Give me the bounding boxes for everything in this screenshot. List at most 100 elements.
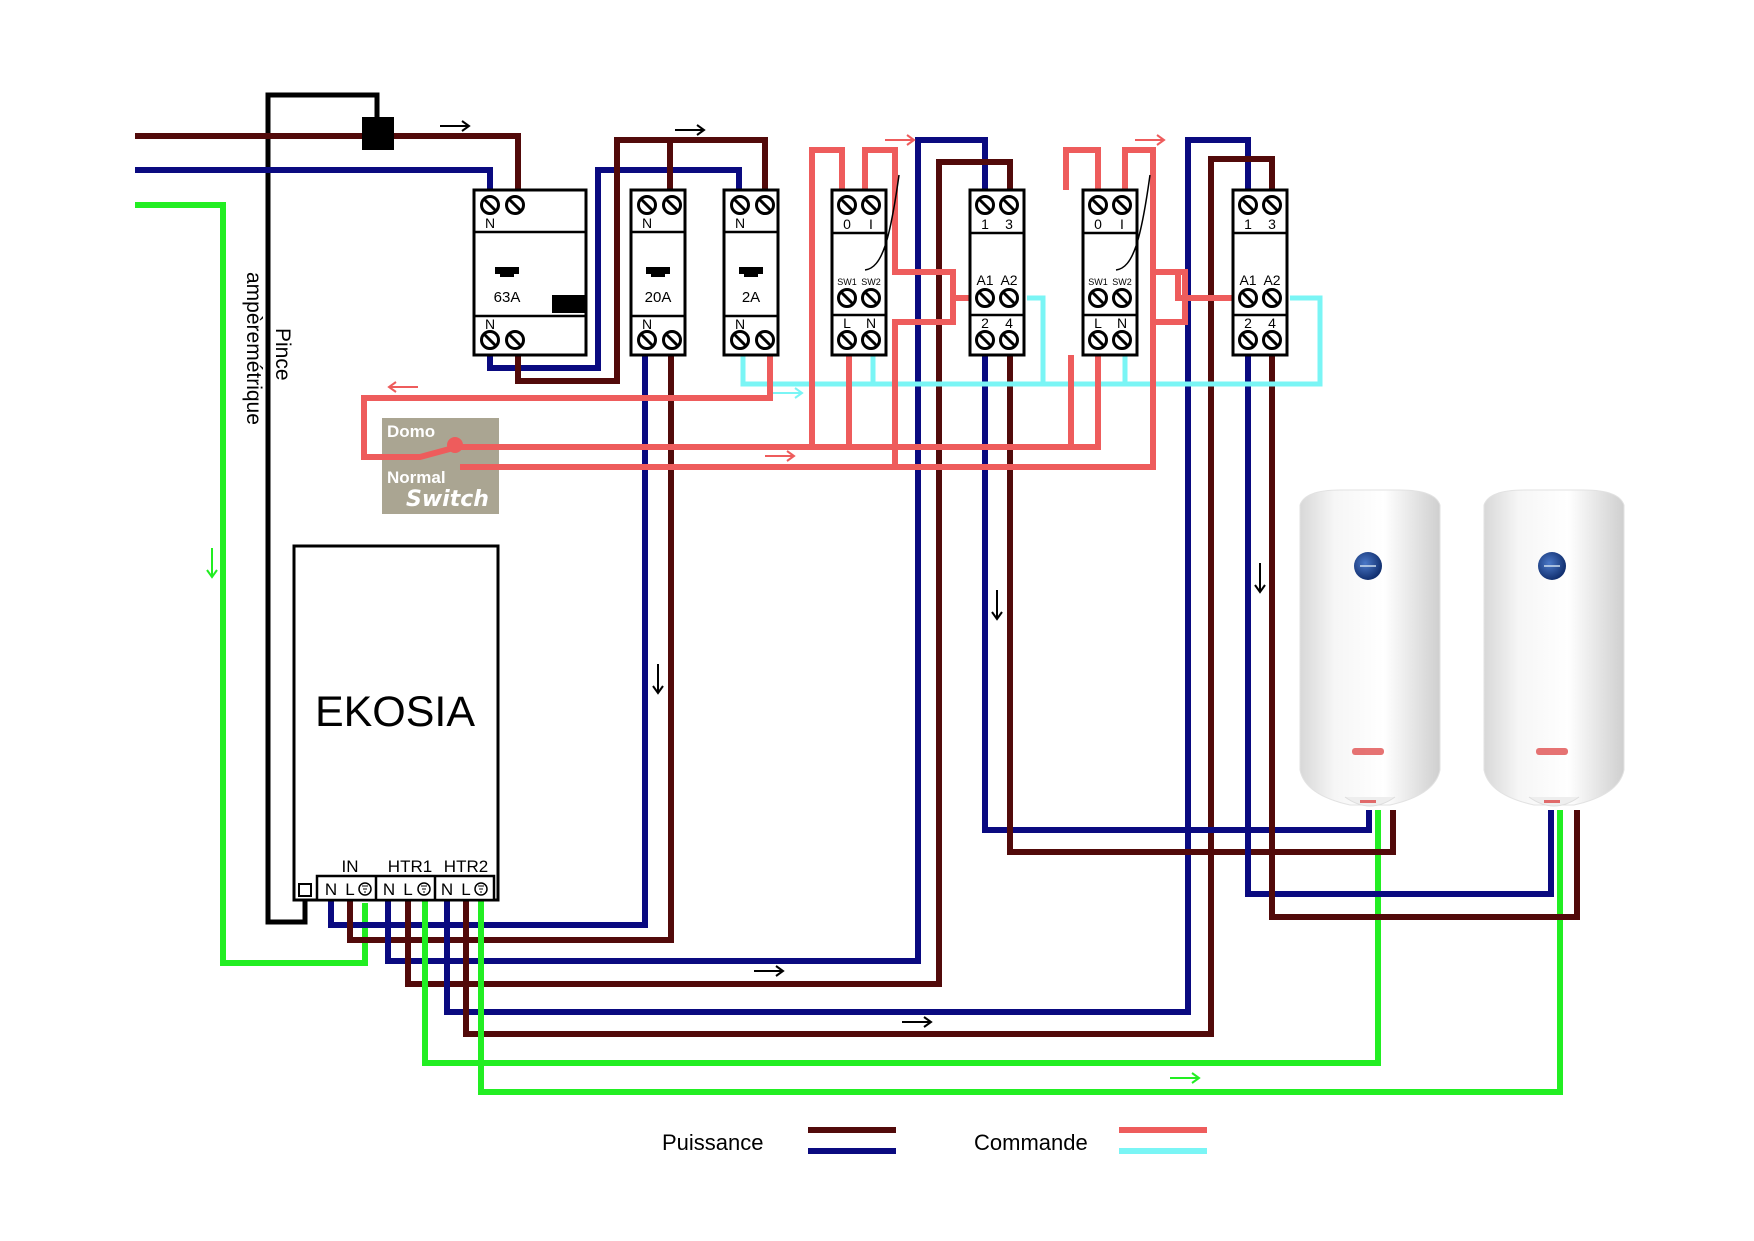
htr2-earth (478, 810, 1563, 1095)
heater-tank (1483, 489, 1625, 806)
breaker-top-neutral-label: N (485, 215, 495, 231)
main-out-phase (515, 137, 768, 384)
breaker-bottom-neutral-label: N (642, 316, 652, 332)
water-heater (1483, 489, 1625, 807)
test-button[interactable] (552, 295, 586, 313)
terminal-label: 0 (1094, 216, 1102, 232)
breaker-toggle[interactable] (739, 267, 763, 274)
breaker-toggle[interactable] (646, 267, 670, 274)
screw-terminal (480, 330, 500, 350)
htr1-neutral (385, 137, 988, 964)
terminal-label: A1 (976, 272, 993, 288)
screw-terminal (1238, 330, 1258, 350)
legend-phase-swatch (808, 1127, 896, 1133)
terminal-label: N (866, 315, 876, 331)
screw-terminal (730, 195, 750, 215)
screw-terminal (1238, 288, 1258, 308)
screw-terminal (755, 195, 775, 215)
screw-terminal (999, 330, 1019, 350)
clamp-label-line1: Pince (271, 328, 294, 381)
breaker-toggle[interactable] (495, 267, 519, 274)
terminal-label: SW1 (837, 277, 857, 287)
antenna-icon (864, 174, 900, 271)
arrow-right-icon (440, 120, 471, 132)
legend-neutral-swatch (808, 1148, 896, 1154)
breaker-rating: 63A (494, 289, 521, 306)
terminal-label: L (843, 315, 851, 331)
heater-tank (1299, 489, 1441, 806)
screw-terminal (480, 195, 500, 215)
screw-terminal (1088, 195, 1108, 215)
screw-terminal (861, 288, 881, 308)
screw-terminal (1262, 288, 1282, 308)
terminal-label: L (461, 880, 470, 899)
legend-command-swatch (1119, 1127, 1207, 1133)
test-button-label: T (565, 298, 573, 312)
terminal-label: I (1120, 216, 1124, 232)
earth-icon (358, 882, 372, 896)
screw-terminal (999, 288, 1019, 308)
screw-terminal (1238, 195, 1258, 215)
arrow-right-icon (1135, 134, 1166, 146)
water-heater (1299, 489, 1441, 807)
terminal-label: I (869, 216, 873, 232)
current-clamp (362, 117, 394, 150)
selector-label-normal: Normal (387, 468, 446, 487)
screw-terminal (999, 195, 1019, 215)
heater2-phase (1269, 355, 1580, 920)
terminal-label: A1 (1239, 272, 1256, 288)
screw-terminal (730, 330, 750, 350)
ekosia-in-phase (347, 355, 674, 943)
brand-logo (1536, 748, 1568, 755)
terminal-label: SW1 (1088, 277, 1108, 287)
legend-power-label: Puissance (662, 1130, 764, 1155)
arrow-right-icon (902, 1016, 933, 1028)
legend: Puissance Commande (662, 1127, 1207, 1155)
screw-terminal (837, 288, 857, 308)
heater1-phase (1007, 355, 1396, 855)
terminal-label: N (383, 880, 395, 899)
clamp-wire (265, 92, 380, 925)
screw-terminal (861, 330, 881, 350)
arrow-down-icon (652, 664, 664, 695)
legend-command-return-swatch (1119, 1148, 1207, 1154)
screw-terminal (1262, 195, 1282, 215)
screw-terminal (662, 195, 682, 215)
terminal-label: L (403, 880, 412, 899)
terminal-label: SW2 (1112, 277, 1132, 287)
arrow-right-icon (675, 124, 706, 136)
htr1-earth (422, 810, 1381, 1066)
terminal-label: SW2 (861, 277, 881, 287)
command-domo-line (457, 147, 1101, 450)
terminal-label: N (1117, 315, 1127, 331)
clamp-label-line2: ampèremétrique (242, 272, 265, 425)
domo-normal-selector[interactable]: Domo Normal Switch (364, 418, 500, 514)
earth-icon (474, 882, 488, 896)
arrow-right-icon (885, 134, 916, 146)
earth-icon (417, 882, 431, 896)
screw-terminal (837, 195, 857, 215)
breaker-bottom-neutral-label: N (735, 316, 745, 332)
arrow-left-icon (387, 381, 418, 393)
terminal-label: L (345, 880, 354, 899)
command-sw-loop (1153, 269, 1188, 325)
terminal-label: 1 (981, 216, 989, 232)
terminal-label: 0 (843, 216, 851, 232)
arrow-right-icon (765, 450, 796, 462)
screw-terminal (1088, 288, 1108, 308)
htr2-neutral (444, 137, 1251, 1015)
terminal-label: 4 (1005, 315, 1013, 331)
screw-terminal (1112, 288, 1132, 308)
breaker-top-neutral-label: N (735, 215, 745, 231)
arrow-right-icon (754, 965, 785, 977)
terminal-label: 3 (1005, 216, 1013, 232)
breaker-top-neutral-label: N (642, 215, 652, 231)
arrow-down-icon (991, 590, 1003, 621)
